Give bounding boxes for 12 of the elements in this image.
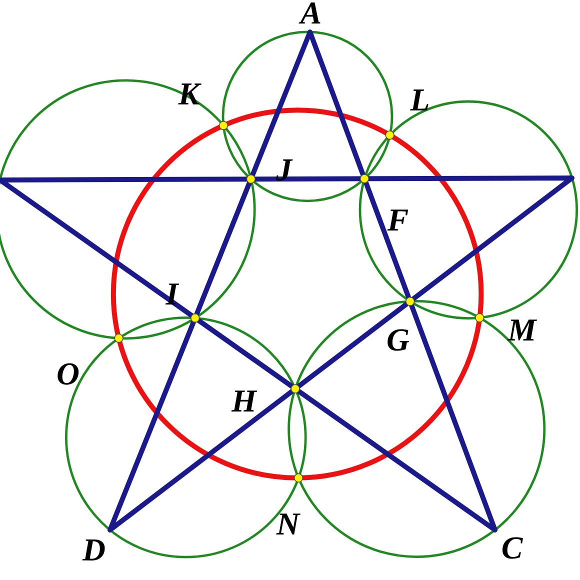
point-label: L	[410, 90, 428, 110]
point-label: I	[165, 284, 180, 304]
point-label: M	[507, 320, 538, 340]
point-label: G	[388, 329, 410, 351]
point-label: A	[298, 2, 320, 24]
point-label: H	[231, 390, 258, 412]
point-label: C	[502, 537, 523, 559]
point-label: J	[276, 159, 293, 181]
point-label: F	[387, 210, 408, 230]
point-label: D	[82, 540, 105, 560]
point-label: O	[58, 363, 79, 385]
point-label: N	[276, 514, 300, 534]
